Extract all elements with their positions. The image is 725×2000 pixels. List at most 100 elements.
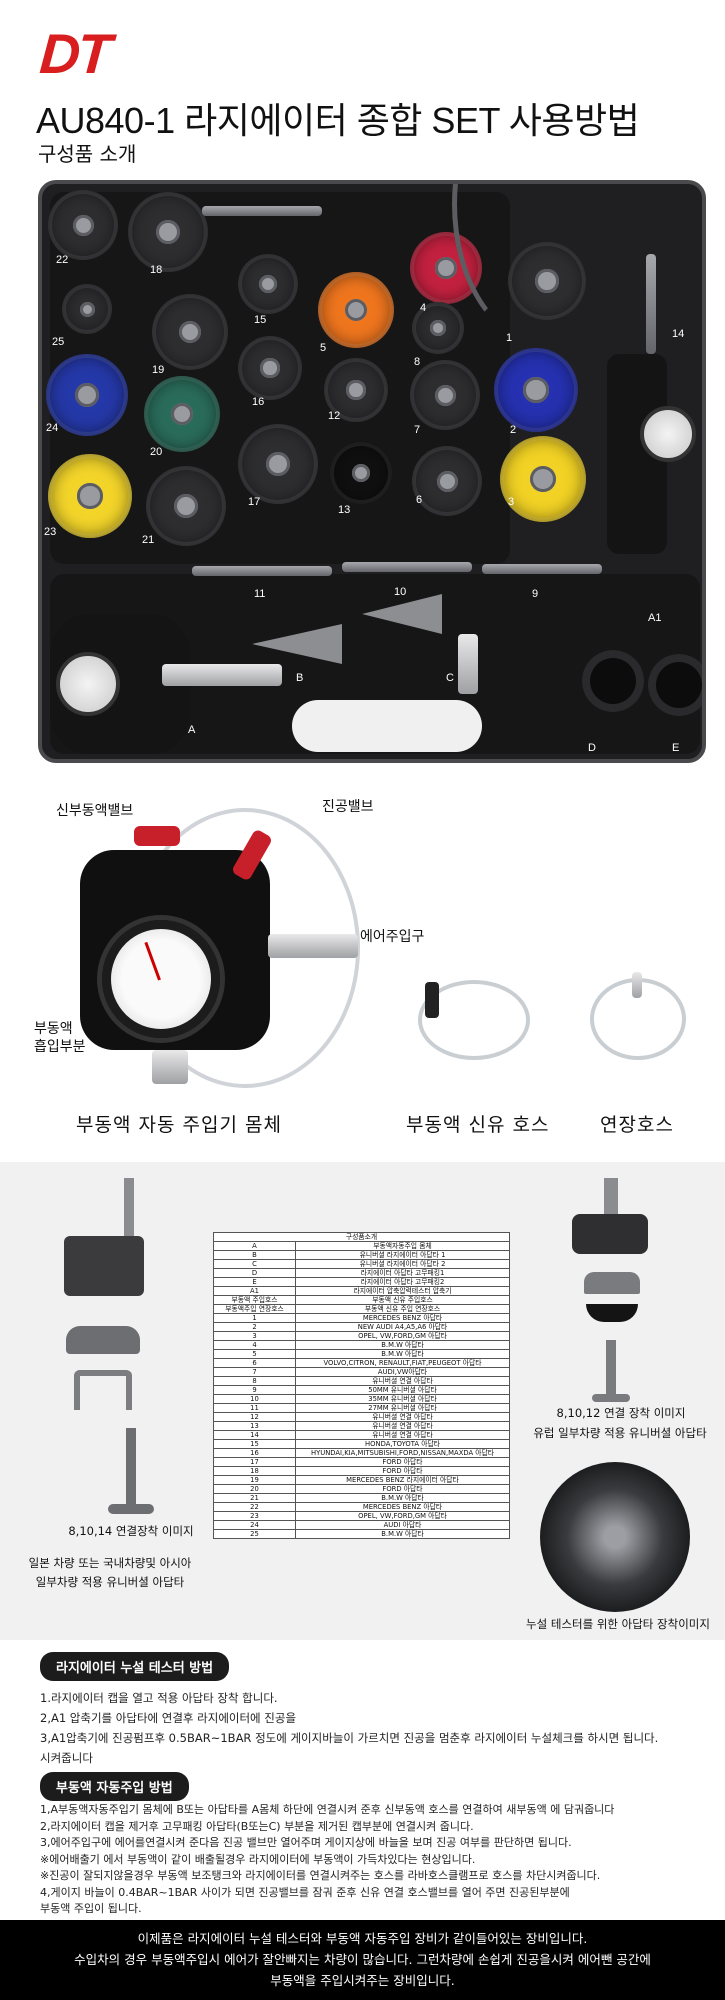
right-caption-1: 8,10,12 연결 장착 이미지 bbox=[556, 1406, 686, 1420]
adapter-8 bbox=[412, 302, 464, 354]
tool-cap-left bbox=[66, 1326, 140, 1354]
kit-label: 5 bbox=[320, 342, 327, 354]
part-code: 2 bbox=[213, 1322, 296, 1332]
leak-test-step: 3,A1압축기에 진공펌프후 0.5BAR~1BAR 정도에 게이지바늘이 가르… bbox=[40, 1731, 659, 1745]
part-description: 유니버셜 연결 아답타 bbox=[295, 1421, 510, 1431]
auto-fill-steps: 1,A부동액자동주입기 몸체에 B또는 아답타를 A몸체 하단에 연결시켜 준후… bbox=[40, 1802, 614, 1918]
label-reservoir-valve: 신부동액밸브 bbox=[56, 803, 134, 819]
part-code: 7 bbox=[213, 1367, 296, 1377]
kit-label: 3 bbox=[508, 496, 515, 508]
kit-label: 4 bbox=[420, 302, 427, 314]
part-description: 유니버셜 라지에이터 아답타 2 bbox=[295, 1259, 510, 1269]
extension-hose-connector bbox=[632, 972, 642, 998]
part-code: 5 bbox=[213, 1349, 296, 1359]
kit-label: 19 bbox=[152, 364, 165, 376]
tool-bracket-left bbox=[74, 1370, 132, 1410]
part-code: 16 bbox=[213, 1448, 296, 1458]
part-description: OPEL, VW,FORD,GM 아답타 bbox=[295, 1511, 510, 1521]
suction-fitting bbox=[152, 1050, 188, 1084]
caption-extension-hose: 연장호스 bbox=[600, 1114, 674, 1136]
kit-label: 16 bbox=[252, 396, 265, 408]
kit-label: 20 bbox=[150, 446, 163, 458]
kit-case-image: 22 18 25 15 5 4 19 8 1 14 24 20 16 12 7 … bbox=[38, 180, 706, 763]
part-code: 25 bbox=[213, 1529, 296, 1539]
adapter-3 bbox=[500, 436, 586, 522]
auto-fill-step: 2,라지에이터 캡을 제거후 고무패킹 아답타(B또는C) 부분을 제거된 캡부… bbox=[40, 1819, 474, 1833]
kit-label: 24 bbox=[46, 422, 59, 434]
part-code: A bbox=[213, 1241, 296, 1251]
kit-label: B bbox=[296, 672, 304, 684]
adapter-2 bbox=[494, 348, 578, 432]
kit-label: 25 bbox=[52, 336, 65, 348]
part-description: 유니버셜 연결 아답타 bbox=[295, 1430, 510, 1440]
part-code: 17 bbox=[213, 1457, 296, 1467]
part-description: B.M.W 아답타 bbox=[295, 1349, 510, 1359]
footer-line-1: 이제품은 라지에이터 누설 테스터와 부동액 자동주입 장비가 같이들어있는 장… bbox=[137, 1931, 588, 1946]
part-code: 24 bbox=[213, 1520, 296, 1530]
part-description: VOLVO,CITRON, RENAULT,FIAT,PEUGEOT 아답타 bbox=[295, 1358, 510, 1368]
auto-fill-step: ※에어배출기 에서 부동액이 같이 배출될경우 라지에이터에 부동액이 가득차있… bbox=[40, 1852, 476, 1866]
part-code: 11 bbox=[213, 1403, 296, 1413]
reservoir-valve-handle bbox=[134, 826, 180, 846]
rubber-packing-d bbox=[582, 650, 644, 712]
tool-packing-right bbox=[586, 1304, 638, 1322]
leak-test-step: 시켜줍니다 bbox=[40, 1751, 93, 1765]
tool-rod-left bbox=[124, 1178, 134, 1238]
leak-test-steps: 1.라지에이터 캡을 열고 적용 아답타 장착 합니다. 2,A1 압축기를 아… bbox=[40, 1688, 658, 1768]
supply-hose-connector bbox=[425, 982, 439, 1018]
tool-adapter-right bbox=[572, 1214, 648, 1254]
part-code: 19 bbox=[213, 1475, 296, 1485]
part-description: 50MM 유니버셜 아답타 bbox=[295, 1385, 510, 1395]
kit-label: 23 bbox=[44, 526, 57, 538]
part-description: 유니버셜 라지에이터 아답타 1 bbox=[295, 1250, 510, 1260]
kit-label: 8 bbox=[414, 356, 421, 368]
part-code: D bbox=[213, 1268, 296, 1278]
part-description: 부동액 신유 주입호스 bbox=[295, 1295, 510, 1305]
part-code: 9 bbox=[213, 1385, 296, 1395]
case-handle bbox=[292, 700, 482, 752]
adapter-11 bbox=[192, 566, 332, 576]
part-description: 유니버셜 연결 아답타 bbox=[295, 1376, 510, 1386]
adapter-25 bbox=[62, 284, 112, 334]
adapter-15 bbox=[238, 254, 298, 314]
part-description: NEW AUDI A4,A5,A6 아답타 bbox=[295, 1322, 510, 1332]
part-description: B.M.W 아답타 bbox=[295, 1529, 510, 1539]
part-code: 14 bbox=[213, 1430, 296, 1440]
adapter-14 bbox=[646, 254, 656, 354]
auto-fill-step: 4,게이지 바늘이 0.4BAR~1BAR 사이가 되면 진공밸브를 잠궈 준후… bbox=[40, 1885, 570, 1899]
caption-fill-body: 부동액 자동 주입기 몸체 bbox=[76, 1114, 282, 1136]
adapter-18 bbox=[128, 192, 208, 272]
label-suction-1: 부동액 bbox=[34, 1021, 73, 1037]
parts-table-header-row: 구성품소개 bbox=[213, 1232, 510, 1242]
label-air-inlet: 에어주입구 bbox=[360, 929, 425, 945]
part-code: 10 bbox=[213, 1394, 296, 1404]
a1-tester-gauge bbox=[640, 406, 696, 462]
part-description: B.M.W 아답타 bbox=[295, 1493, 510, 1503]
part-description: FORD 아답타 bbox=[295, 1457, 510, 1467]
section-subtitle: 구성품 소개 bbox=[38, 142, 137, 166]
part-code: 18 bbox=[213, 1466, 296, 1476]
auto-fill-step: 부동액 주입이 됩니다. bbox=[40, 1902, 142, 1915]
kit-label: 1 bbox=[506, 332, 513, 344]
part-description: MERCEDES BENZ 라지에이터 아답타 bbox=[295, 1475, 510, 1485]
part-code: 22 bbox=[213, 1502, 296, 1512]
kit-label: A bbox=[188, 724, 196, 736]
part-description: 부동액 신유 주입 연장호스 bbox=[295, 1304, 510, 1314]
part-description: AUDI 아답타 bbox=[295, 1520, 510, 1530]
kit-label: 9 bbox=[532, 588, 539, 600]
kit-label: 12 bbox=[328, 410, 341, 422]
